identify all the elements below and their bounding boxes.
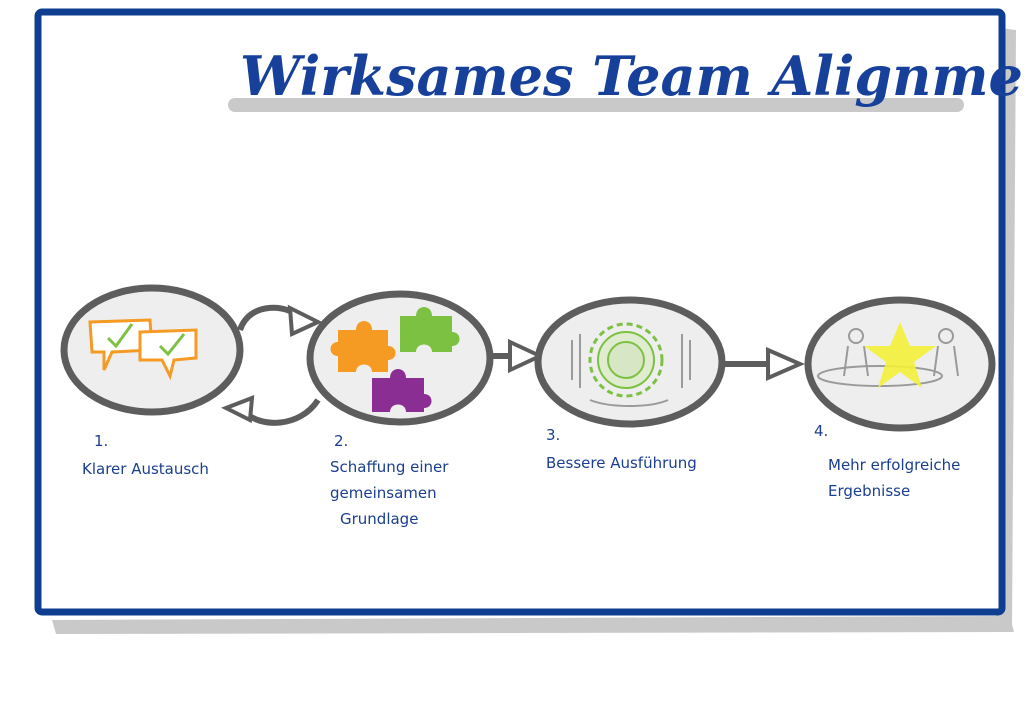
step-4-label-line-1: Mehr erfolgreiche [828,456,960,474]
step-1-label: 1. Klarer Austausch [82,432,209,478]
arrow-2-3-head [508,338,545,374]
step-2-label-line-2: gemeinsamen [330,484,437,502]
step-2-label-line-3: Grundlage [340,510,418,528]
puzzle-pieces-icon [330,307,460,412]
step-1-label-line-1: Klarer Austausch [82,460,209,478]
step-3-label-line-1: Bessere Ausführung [546,454,697,472]
star-team-icon [817,322,959,388]
step-3-number: 3. [546,426,560,444]
loop-arrow-top-head [287,304,323,338]
board-frame [34,8,1006,616]
gear-meeting-icon [571,322,691,407]
step-4-number: 4. [814,422,828,440]
step-1-number: 1. [94,432,108,450]
step-4-label-line-2: Ergebnisse [828,482,910,500]
speech-bubbles-check-icon [88,318,198,381]
step-2-label-line-1: Schaffung einer [330,458,449,476]
arrow-3-4-head [766,346,805,382]
diagram-title: Wirksames Team Alignment [240,44,1024,108]
title-underline [228,98,964,112]
step-3-label: 3. Bessere Ausführung [546,426,697,472]
step-4-label: 4. Mehr erfolgreiche Ergebnisse [814,422,960,500]
loop-arrow-bottom-head [221,394,255,424]
step-2-label: 2. Schaffung einer gemeinsamen Grundlage [330,432,449,528]
board-shadow [52,616,1014,634]
step-2-number: 2. [334,432,348,450]
